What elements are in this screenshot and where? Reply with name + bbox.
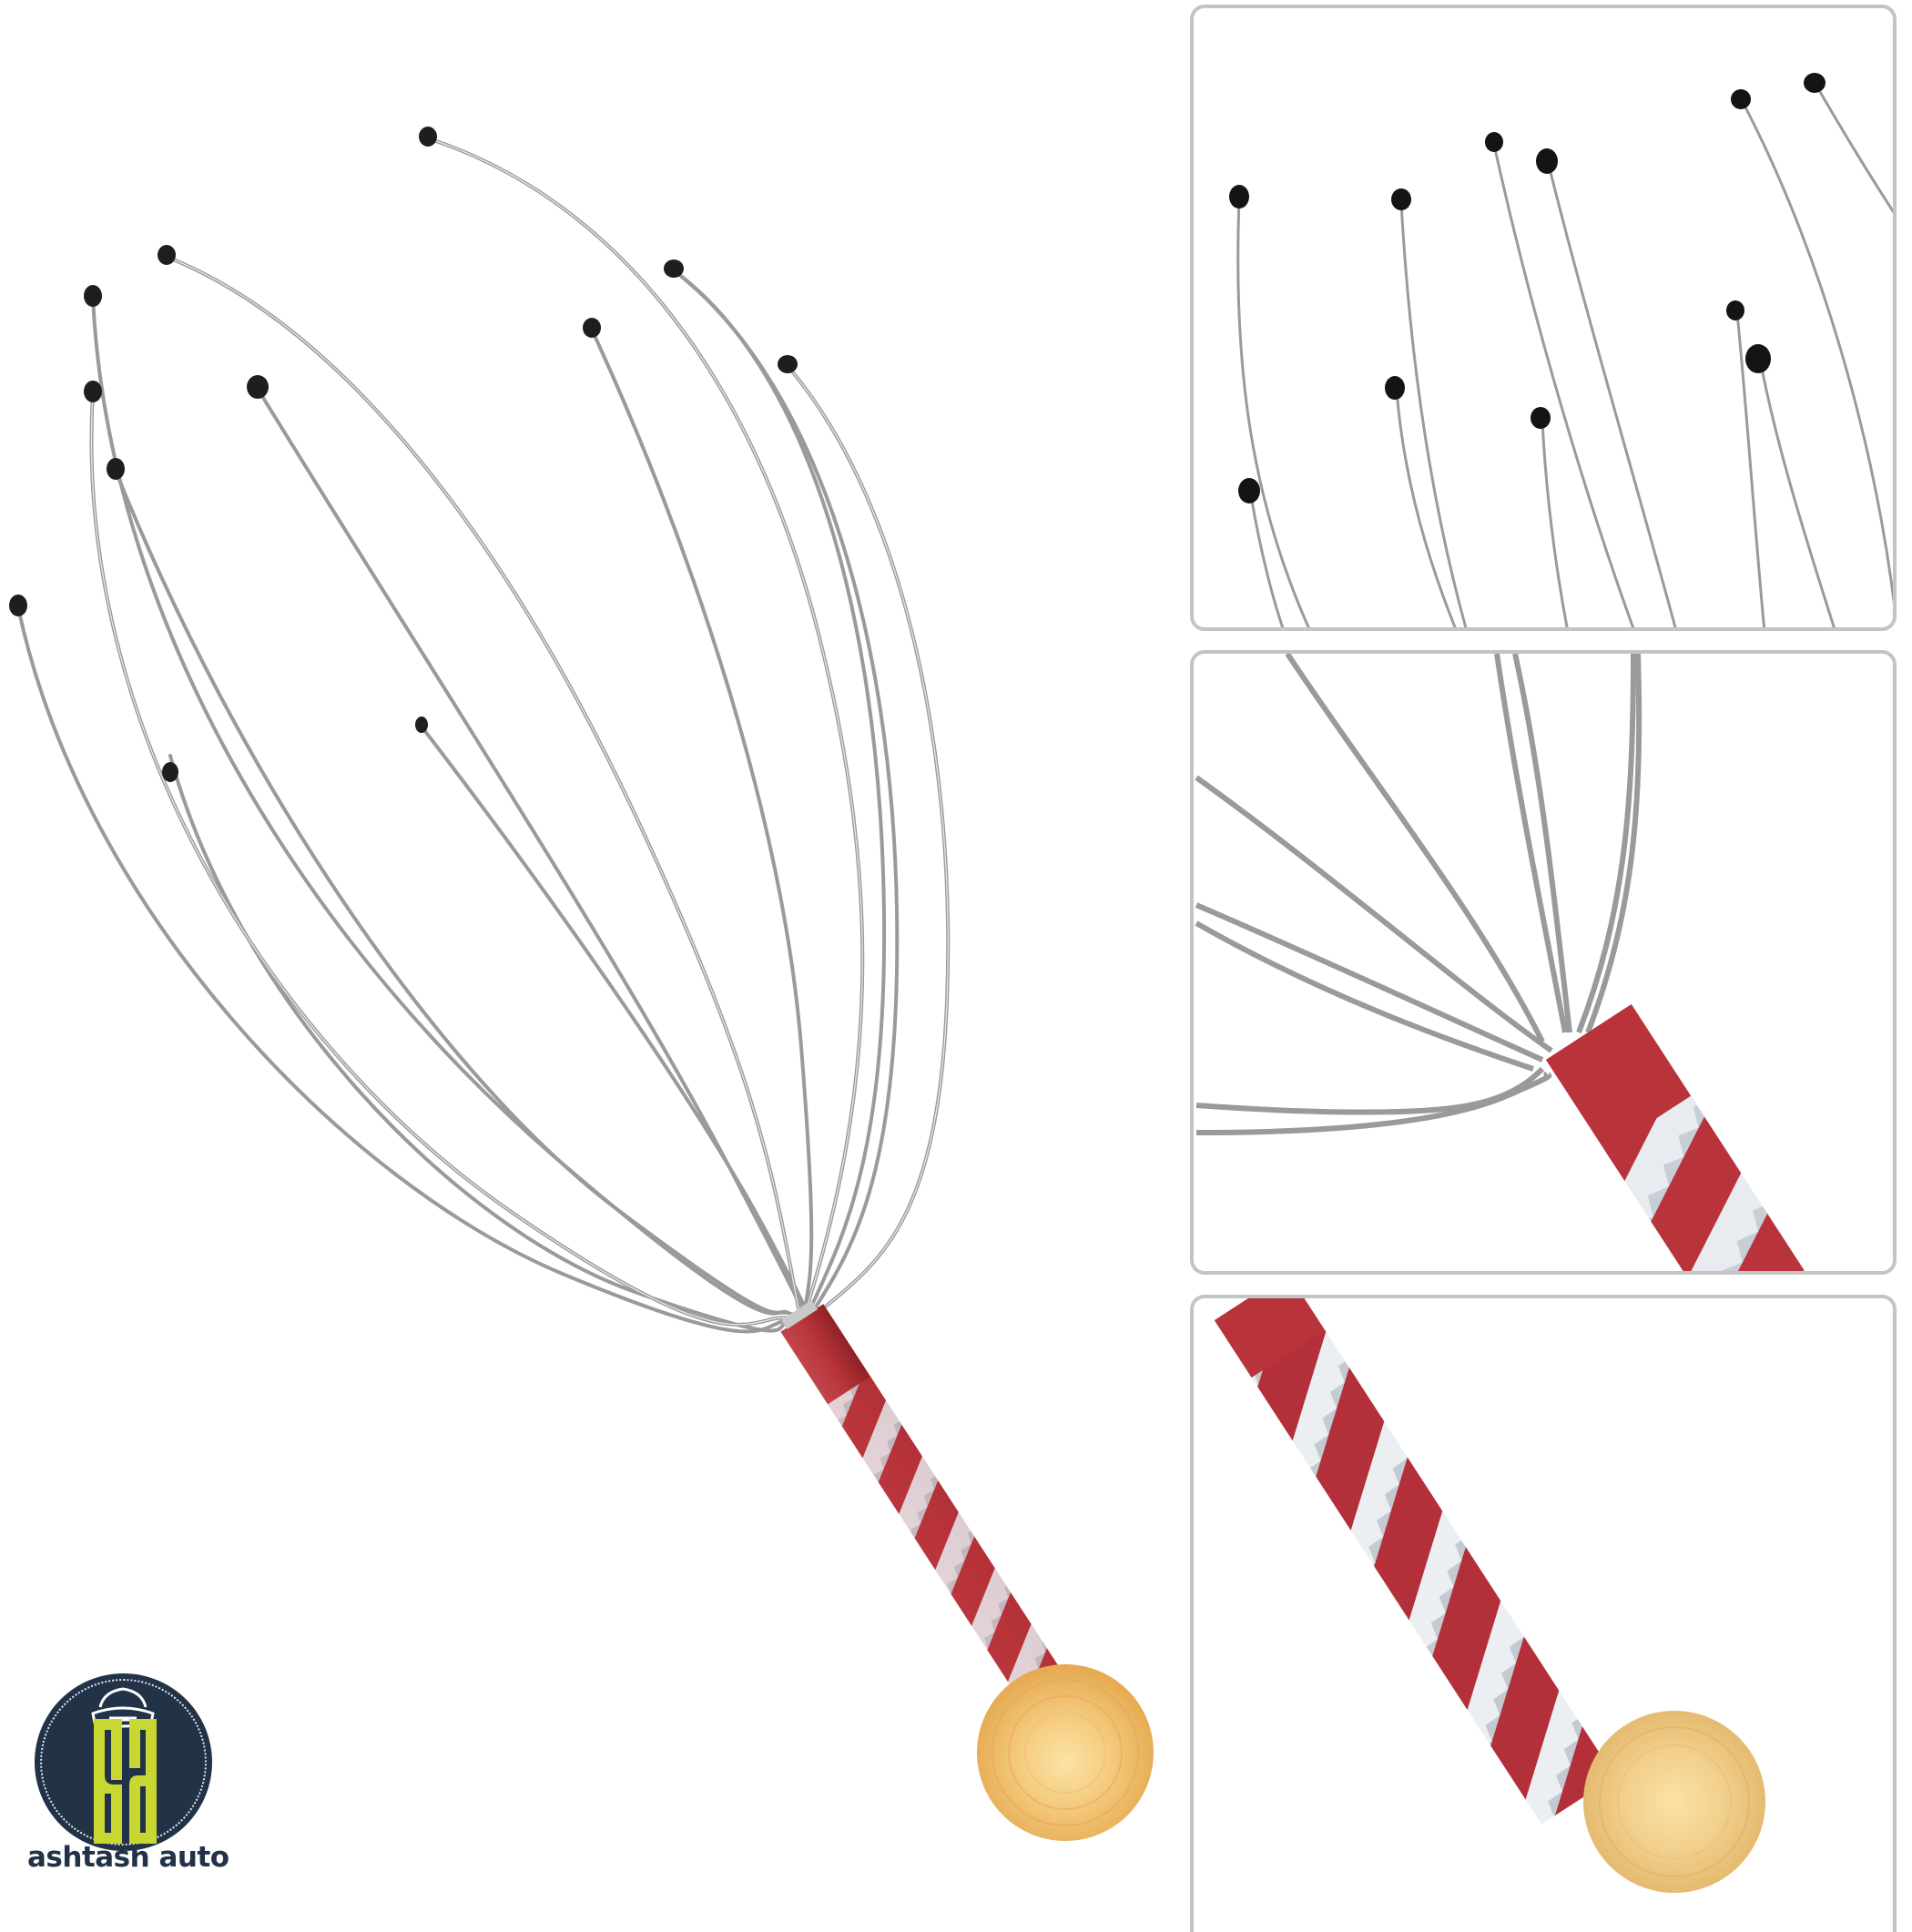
head-massager-main-view xyxy=(9,127,1154,1841)
wire-prongs xyxy=(16,137,951,1334)
logo-dotted-ring xyxy=(40,1679,207,1846)
handle xyxy=(780,1300,1067,1706)
detail-panel-tips xyxy=(1190,5,1897,631)
brand-logo: ashtash auto xyxy=(27,1666,237,1894)
logo-badge xyxy=(35,1673,212,1851)
prong-tips xyxy=(9,127,798,782)
logo-monogram-ea xyxy=(94,1719,157,1844)
detail-panel-handle xyxy=(1190,1295,1897,1932)
brand-name: ashtash auto xyxy=(27,1841,229,1874)
detail-panel-hub xyxy=(1190,650,1897,1275)
wire-highlights xyxy=(90,137,949,1326)
wooden-ball xyxy=(977,1664,1154,1841)
